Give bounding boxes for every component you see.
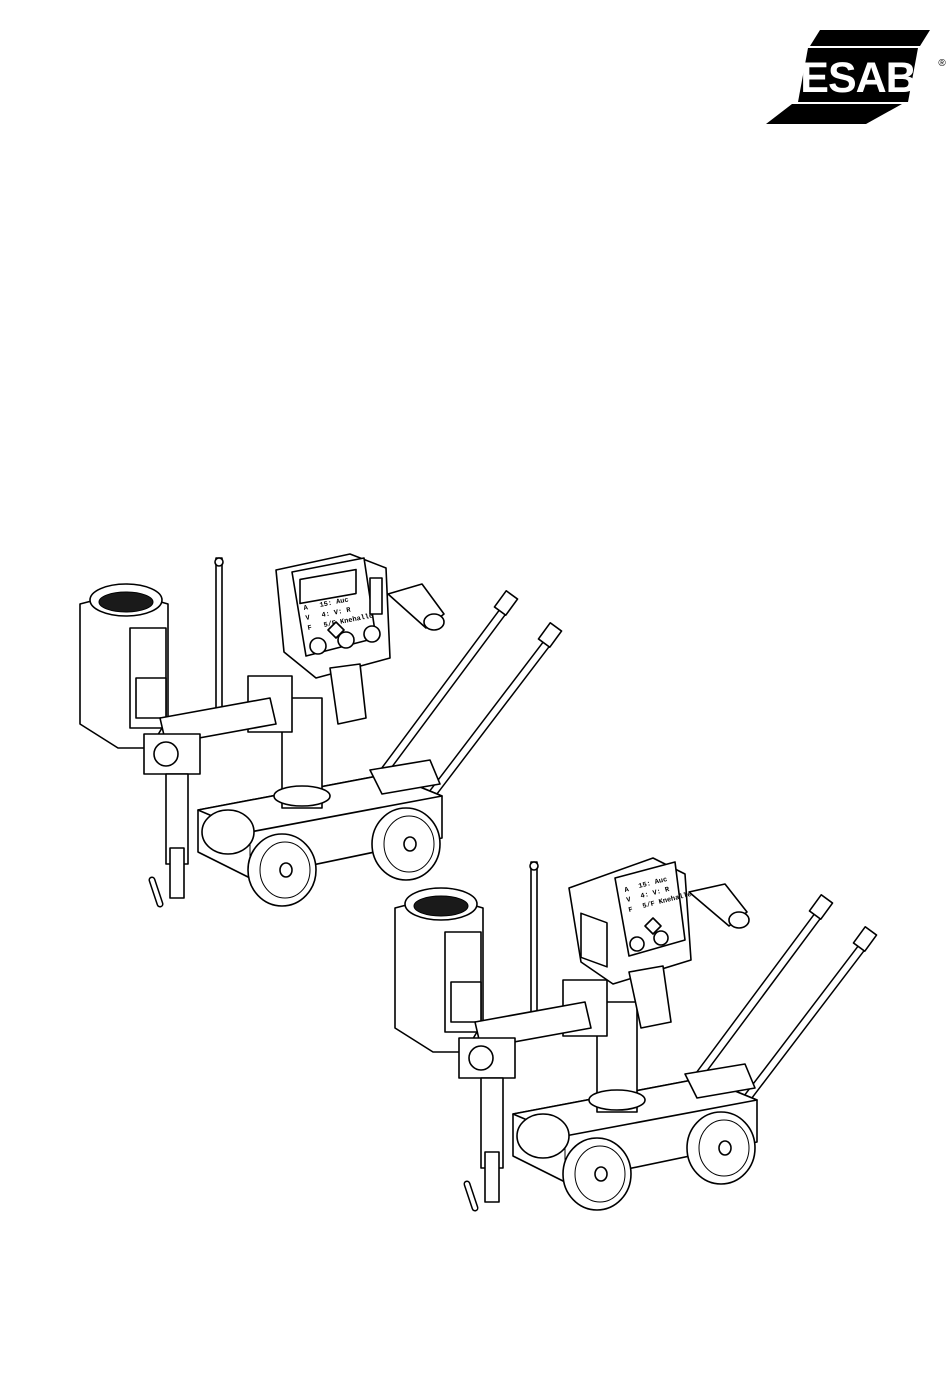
brand-wordmark: ESAB	[800, 54, 915, 102]
welding-tractor-illustration-bottom: A 15: Auc V 4: V: R F 5/F Knehalle	[385, 852, 905, 1232]
tractor-drawing: A 15: Auc V 4: V: R F 5/F Knehalle	[395, 858, 877, 1210]
registered-mark: ®	[938, 58, 946, 69]
esab-logo: ESAB ®	[762, 24, 950, 128]
